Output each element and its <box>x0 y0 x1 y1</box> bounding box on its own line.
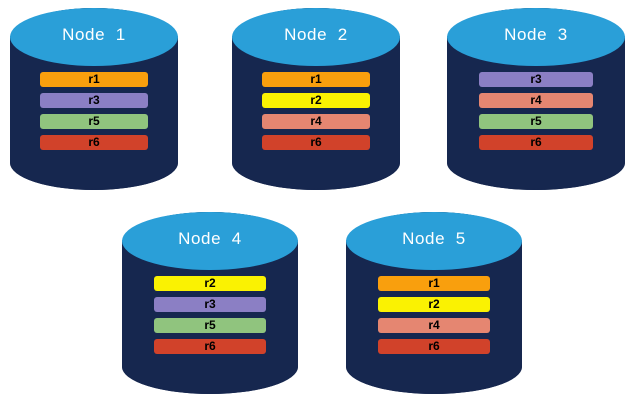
node-label: Node 3 <box>504 25 568 45</box>
cylinder-top-icon <box>10 8 178 67</box>
node-cylinder-3[interactable]: Node 3 r3 r4 r5 r6 <box>447 8 625 190</box>
replica-list: r2 r3 r5 r6 <box>153 275 267 354</box>
node-label: Node 1 <box>62 25 126 45</box>
replica-bar[interactable]: r2 <box>262 92 370 108</box>
node-cylinder-5[interactable]: Node 5 r1 r2 r4 r6 <box>346 212 522 394</box>
node-label: Node 5 <box>402 229 466 249</box>
cylinder-top-icon <box>346 212 522 271</box>
replica-bar[interactable]: r3 <box>40 92 148 108</box>
replica-bar[interactable]: r1 <box>262 71 370 87</box>
replica-bar[interactable]: r5 <box>479 113 593 129</box>
replica-bar[interactable]: r3 <box>479 71 593 87</box>
replica-list: r3 r4 r5 r6 <box>479 71 593 150</box>
replica-bar[interactable]: r6 <box>262 134 370 150</box>
replica-bar[interactable]: r6 <box>377 338 491 354</box>
replica-bar[interactable]: r2 <box>377 296 491 312</box>
node-cylinder-1[interactable]: Node 1 r1 r3 r5 r6 <box>10 8 178 190</box>
replica-bar[interactable]: r6 <box>40 134 148 150</box>
replica-bar[interactable]: r3 <box>153 296 267 312</box>
node-label: Node 4 <box>178 229 242 249</box>
replica-bar[interactable]: r2 <box>153 275 267 291</box>
replica-bar[interactable]: r1 <box>40 71 148 87</box>
replica-bar[interactable]: r6 <box>153 338 267 354</box>
replica-bar[interactable]: r1 <box>377 275 491 291</box>
cylinder-top-icon <box>447 8 625 67</box>
replica-list: r1 r2 r4 r6 <box>262 71 370 150</box>
node-cylinder-2[interactable]: Node 2 r1 r2 r4 r6 <box>232 8 400 190</box>
cylinder-top-icon <box>232 8 400 67</box>
replica-bar[interactable]: r4 <box>377 317 491 333</box>
replica-bar[interactable]: r5 <box>153 317 267 333</box>
node-cylinder-4[interactable]: Node 4 r2 r3 r5 r6 <box>122 212 298 394</box>
node-label: Node 2 <box>284 25 348 45</box>
cylinder-top-icon <box>122 212 298 271</box>
replica-bar[interactable]: r4 <box>479 92 593 108</box>
replica-bar[interactable]: r4 <box>262 113 370 129</box>
replica-list: r1 r2 r4 r6 <box>377 275 491 354</box>
replica-bar[interactable]: r5 <box>40 113 148 129</box>
replica-list: r1 r3 r5 r6 <box>40 71 148 150</box>
replica-bar[interactable]: r6 <box>479 134 593 150</box>
